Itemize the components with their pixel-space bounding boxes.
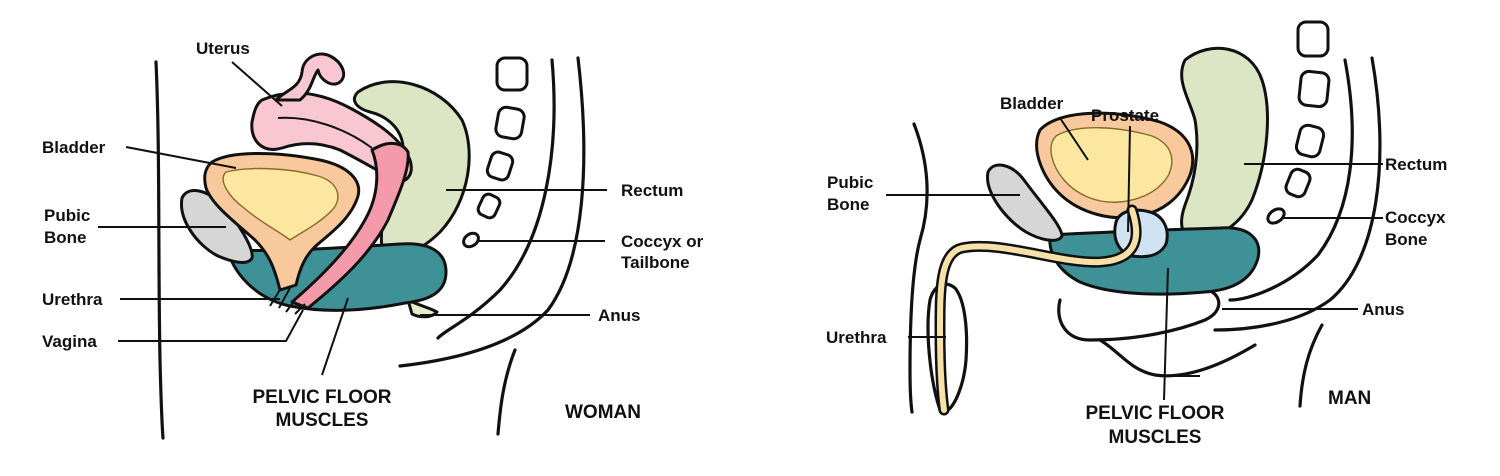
man-bladder-inner: [1050, 127, 1173, 203]
man-title: MAN: [1328, 388, 1371, 409]
woman-back-body-outline: [398, 56, 586, 368]
woman-muscles-label: MUSCLES: [276, 410, 369, 431]
man-anus-label: Anus: [1362, 300, 1405, 319]
man-bladder-label: Bladder: [1000, 94, 1064, 113]
woman-bladder-inner: [222, 167, 339, 241]
man-pelvic-floor-label: PELVIC FLOOR: [1086, 403, 1225, 424]
woman-anus: [406, 298, 439, 319]
woman-spine-outline-outer: [436, 58, 556, 340]
woman-vagina-leader: [118, 309, 304, 342]
man-pubic-bone: [986, 163, 1064, 242]
man-urethra: [936, 207, 1140, 413]
man-vertebra: [1296, 20, 1330, 58]
man-leg-outline: [1298, 323, 1324, 408]
man-rectum: [1180, 46, 1269, 240]
woman-pelvic-floor-label: PELVIC FLOOR: [253, 387, 392, 408]
man-coccyx-label: Coccyx: [1385, 208, 1446, 227]
man-prostate-leader: [1127, 125, 1131, 233]
man-coccyx-shape: [1266, 207, 1286, 225]
woman-anus-label: Anus: [598, 306, 641, 325]
woman-urethra: [278, 287, 291, 309]
woman-tailbone-label: Tailbone: [621, 253, 690, 272]
woman-vertebra: [495, 56, 529, 92]
woman-front-body-outline: [154, 60, 165, 440]
woman-vagina-opening: [294, 303, 306, 315]
man-urethra-label: Urethra: [826, 328, 887, 347]
man-vertebra: [1297, 69, 1331, 109]
man-muscles-label: MUSCLES: [1109, 427, 1202, 448]
woman-vagina: [290, 142, 410, 310]
man-front-body-outline: [908, 122, 929, 414]
man-vertebra: [1284, 167, 1312, 199]
woman-coccyx-label: Coccyx or: [621, 232, 704, 251]
woman-vagina-label: Vagina: [42, 332, 97, 351]
woman-vertebra: [476, 192, 502, 220]
man-perineum-outline: [1098, 338, 1257, 378]
woman-urethra-label: Urethra: [42, 290, 103, 309]
man-vertebrae: [1266, 20, 1331, 225]
woman-rectum-label: Rectum: [621, 181, 683, 200]
man-prostate-label: Prostate: [1091, 106, 1159, 125]
man-spine-outline-outer: [1228, 58, 1354, 302]
man-vertebra: [1294, 123, 1326, 159]
woman-title: WOMAN: [565, 402, 641, 423]
woman-leg-outline: [496, 348, 517, 436]
woman-urethra: [269, 287, 282, 307]
woman-pubic-label: Pubic: [44, 206, 90, 225]
woman-uterus-leader: [231, 61, 283, 107]
man-genital-outline: [926, 282, 969, 412]
man-pubic-label: Pubic: [827, 173, 873, 192]
man-bone-label: Bone: [827, 195, 870, 214]
woman-diagram: Uterus Bladder Pubic Bone Urethra Vagina…: [42, 39, 704, 440]
man-coccyx-bone-label: Bone: [1385, 230, 1428, 249]
man-diagram: Bladder Prostate Pubic Bone Rectum Coccy…: [826, 20, 1447, 448]
woman-bladder-label: Bladder: [42, 138, 106, 157]
woman-vagina-opening: [285, 299, 296, 313]
man-pelvic-floor-leader-1: [1163, 267, 1169, 401]
woman-uterus-label: Uterus: [196, 39, 250, 58]
woman-coccyx-shape: [462, 231, 480, 249]
woman-vertebrae: [462, 56, 529, 249]
man-rectum-label: Rectum: [1385, 155, 1447, 174]
woman-bladder-leader: [125, 146, 237, 169]
woman-bone-label: Bone: [44, 228, 87, 247]
woman-pelvic-floor-leader: [321, 297, 349, 376]
woman-fallopian-tube: [274, 52, 346, 102]
man-back-body-outline: [1213, 56, 1382, 332]
man-bladder-leader: [1059, 117, 1089, 161]
woman-vertebra: [494, 105, 526, 141]
woman-vertebra: [485, 150, 515, 182]
woman-uterus-cavity: [277, 116, 373, 149]
man-scrotum-outline: [1057, 290, 1221, 342]
